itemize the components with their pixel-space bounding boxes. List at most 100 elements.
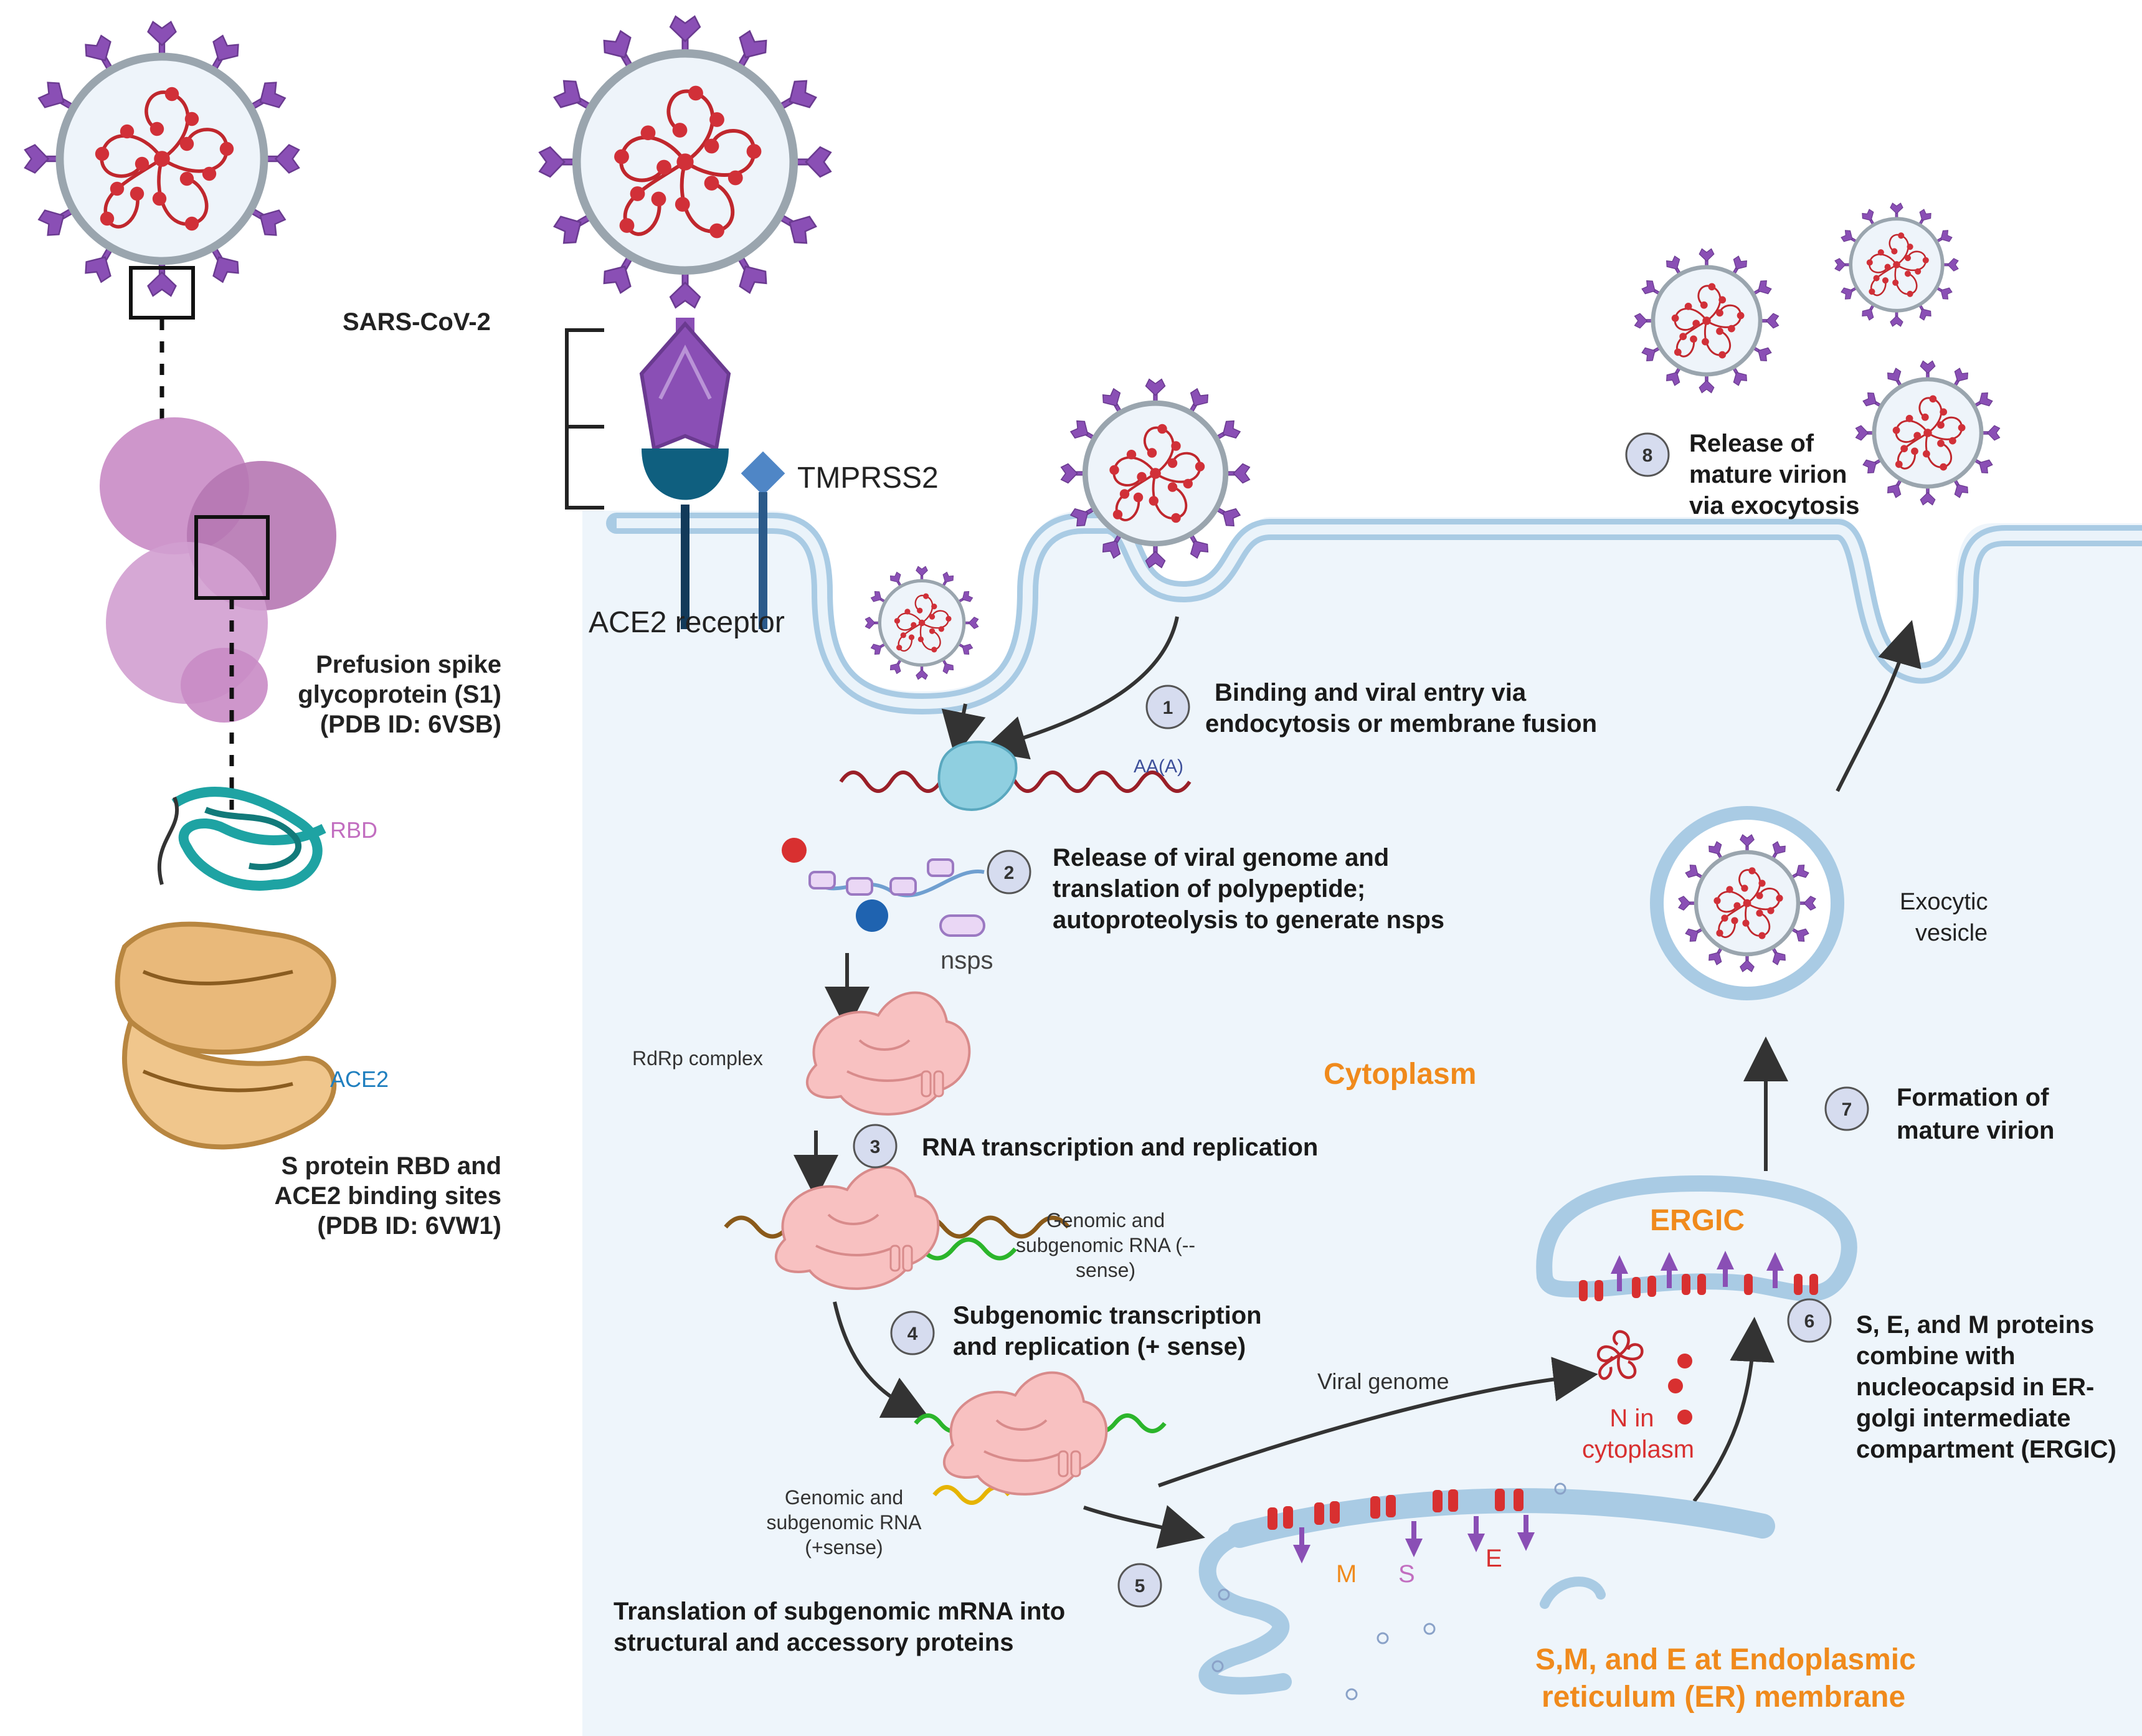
polypeptide-chain (808, 858, 985, 932)
neg-sense-rna-label: Genomic and subgenomic RNA (-- sense) (1016, 1209, 1195, 1281)
svg-text:subgenomic RNA (--: subgenomic RNA (-- (1016, 1234, 1195, 1256)
rbd-ace2-ribbon-structure (115, 787, 337, 1150)
n-protein-dots (1668, 1354, 1692, 1425)
svg-text:translation of polypeptide;: translation of polypeptide; (1053, 875, 1365, 903)
poly-a-tail-label: AA(A) (1134, 756, 1183, 777)
svg-text:structural and accessory prote: structural and accessory proteins (614, 1629, 1013, 1656)
svg-text:autoproteolysis to generate ns: autoproteolysis to generate nsps (1053, 906, 1444, 934)
svg-text:(+sense): (+sense) (805, 1536, 883, 1558)
svg-text:endocytosis or membrane fusion: endocytosis or membrane fusion (1205, 710, 1597, 738)
step-3: 3 RNA transcription and replication (853, 1124, 1318, 1169)
svg-text:subgenomic RNA: subgenomic RNA (767, 1511, 922, 1534)
viral-rna-genome (839, 771, 1192, 793)
left-virus (25, 22, 299, 296)
svg-text:(PDB ID: 6VSB): (PDB ID: 6VSB) (320, 711, 501, 738)
svg-text:cytoplasm: cytoplasm (1582, 1436, 1694, 1463)
binding-virus (539, 16, 831, 308)
svg-text:6: 6 (1804, 1311, 1815, 1332)
svg-text:5: 5 (1135, 1576, 1145, 1596)
tmprss2-protease (741, 451, 785, 629)
rbd-label: RBD (330, 817, 377, 843)
step-1: 1 Binding and viral entry via endocytosi… (1145, 679, 1597, 738)
svg-text:compartment (ERGIC): compartment (ERGIC) (1856, 1436, 2116, 1463)
svg-text:nucleocapsid in ER-: nucleocapsid in ER- (1856, 1373, 2094, 1401)
svg-text:(PDB ID: 6VW1): (PDB ID: 6VW1) (317, 1212, 501, 1240)
released-virion-1 (1635, 249, 1779, 393)
viral-genome-label: Viral genome (1317, 1368, 1449, 1394)
svg-text:sense): sense) (1076, 1259, 1135, 1281)
ace2-label: ACE2 (330, 1066, 389, 1092)
spike-zoom-box (129, 266, 195, 320)
nucleocapsid-in-cytoplasm (1597, 1330, 1644, 1380)
svg-text:glycoprotein (S1): glycoprotein (S1) (298, 681, 501, 708)
er-membrane-proteins (1268, 1489, 1535, 1563)
protein-label-s: S (1398, 1560, 1415, 1588)
exocytic-vesicle-label: Exocytic (1900, 889, 1988, 915)
small-vesicles (1211, 1482, 1566, 1700)
ergic-proteins (1579, 1251, 1818, 1301)
svg-text:Genomic and: Genomic and (785, 1486, 903, 1509)
svg-text:1: 1 (1163, 698, 1173, 718)
nsps-label: nsps (941, 947, 993, 974)
svg-text:3: 3 (870, 1137, 881, 1157)
flow-arrows (794, 616, 1922, 1549)
svg-text:S,M, and E at Endoplasmic: S,M, and E at Endoplasmic (1535, 1643, 1916, 1676)
red-dot-protein (782, 838, 807, 863)
exocytic-vesicle-label-2: vesicle (1915, 920, 1988, 946)
ergic-compartment (1536, 1175, 1857, 1302)
svg-text:N in: N in (1609, 1405, 1654, 1432)
svg-text:and replication (+ sense): and replication (+ sense) (953, 1333, 1246, 1360)
ergic-label: ERGIC (1650, 1204, 1745, 1237)
svg-text:Binding and viral entry via: Binding and viral entry via (1215, 679, 1527, 706)
spike-label: Prefusion spike glycoprotein (S1) (PDB I… (298, 651, 501, 738)
svg-text:Release of viral genome and: Release of viral genome and (1053, 844, 1389, 871)
svg-text:Translation of subgenomic mRNA: Translation of subgenomic mRNA into (614, 1598, 1065, 1625)
step-7: 7 Formation of mature virion (1824, 1084, 2054, 1144)
step-2: 2 Release of viral genome and translatio… (987, 844, 1444, 934)
svg-text:7: 7 (1842, 1099, 1852, 1120)
svg-text:combine with: combine with (1856, 1342, 2016, 1370)
bracket (565, 328, 604, 510)
n-in-cytoplasm-label: N in cytoplasm (1582, 1405, 1694, 1463)
svg-text:4: 4 (908, 1324, 918, 1344)
binding-site-label: S protein RBD and ACE2 binding sites (PD… (275, 1152, 502, 1240)
er-membrane-label: S,M, and E at Endoplasmic reticulum (ER)… (1535, 1643, 1916, 1714)
prefusion-spike-structure (100, 417, 336, 723)
released-virion-2 (1835, 203, 1958, 326)
endocytosed-virus (865, 566, 979, 680)
protein-label-m: M (1336, 1560, 1357, 1588)
er-membrane (1227, 1488, 1775, 1548)
svg-text:golgi intermediate: golgi intermediate (1856, 1405, 2071, 1432)
step-8: 8 Release of mature virion via exocytosi… (1625, 430, 1860, 519)
svg-text:reticulum (ER) membrane: reticulum (ER) membrane (1542, 1681, 1905, 1714)
protein-label-e: E (1486, 1545, 1502, 1572)
bound-spike (639, 318, 731, 452)
svg-text:2: 2 (1004, 863, 1015, 883)
svg-text:Release of: Release of (1689, 430, 1814, 457)
rdrp-label: RdRp complex (632, 1047, 763, 1070)
svg-text:S, E, and M proteins: S, E, and M proteins (1856, 1311, 2094, 1339)
svg-text:Subgenomic transcription: Subgenomic transcription (953, 1302, 1262, 1329)
ace2-receptor-label: ACE2 receptor (589, 606, 785, 639)
released-virion-3 (1856, 361, 2000, 505)
tmprss2-label: TMPRSS2 (797, 462, 939, 495)
step-4: 4 Subgenomic transcription and replicati… (890, 1302, 1262, 1360)
svg-text:mature virion: mature virion (1689, 461, 1847, 488)
step-6: 6 S, E, and M proteins combine with nucl… (1787, 1298, 2116, 1463)
ribosome-on-rna (937, 741, 1018, 812)
virus-label: SARS-CoV-2 (343, 308, 491, 336)
svg-text:Prefusion spike: Prefusion spike (316, 651, 501, 678)
step-5: 5 Translation of subgenomic mRNA into st… (614, 1563, 1162, 1656)
svg-text:ACE2 binding sites: ACE2 binding sites (275, 1182, 502, 1210)
svg-text:Formation of: Formation of (1897, 1084, 2049, 1111)
pos-sense-rna-label: Genomic and subgenomic RNA (+sense) (767, 1486, 922, 1558)
cytoplasm-label: Cytoplasm (1324, 1058, 1476, 1091)
svg-text:via exocytosis: via exocytosis (1689, 492, 1860, 519)
svg-text:8: 8 (1642, 445, 1653, 466)
svg-text:S protein RBD and: S protein RBD and (282, 1152, 501, 1180)
svg-text:Genomic and: Genomic and (1046, 1209, 1165, 1231)
svg-text:mature virion: mature virion (1897, 1117, 2054, 1144)
nsps-icon (939, 914, 985, 937)
svg-text:RNA transcription and replica: RNA transcription and replication (922, 1134, 1318, 1161)
